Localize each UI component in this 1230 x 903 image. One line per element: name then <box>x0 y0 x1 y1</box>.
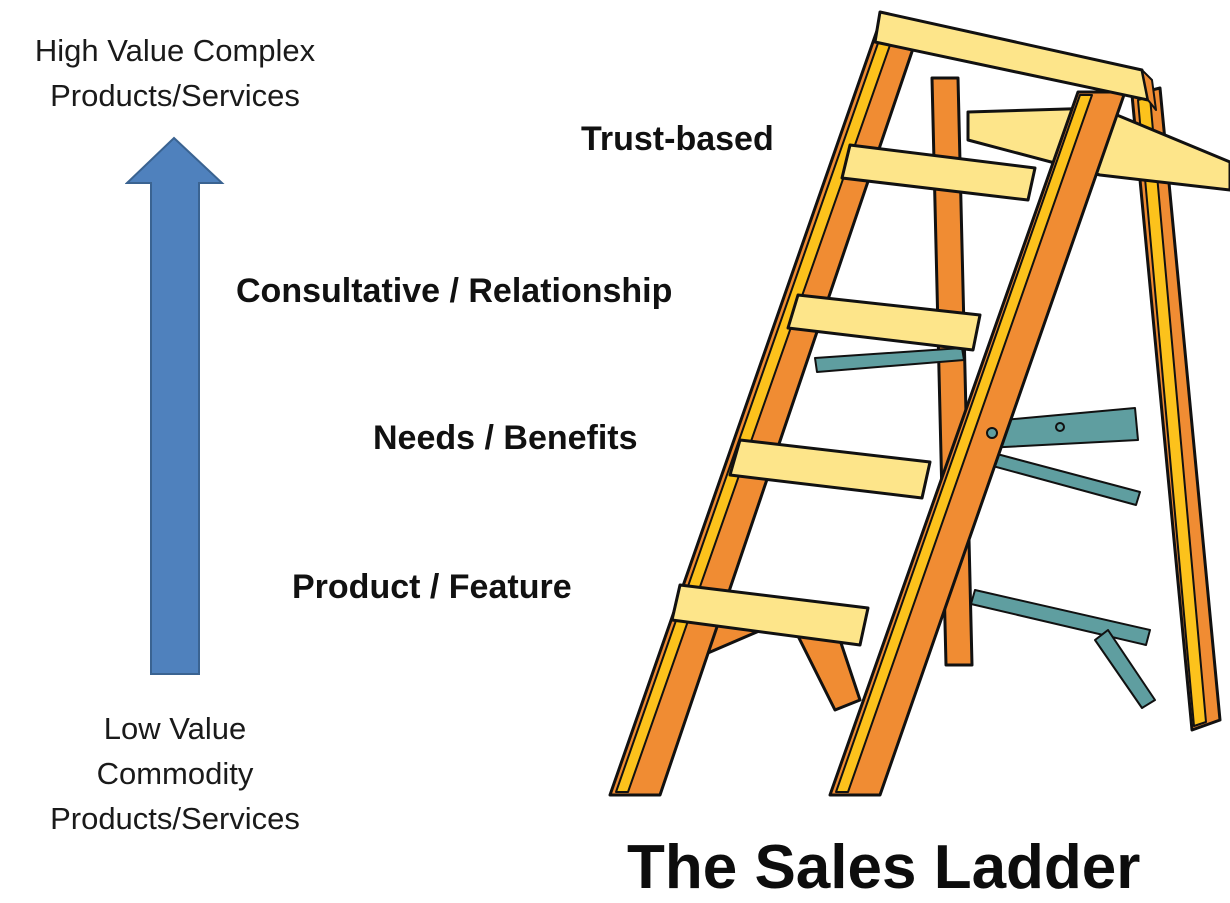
rung-label-consultative-relationship: Consultative / Relationship <box>236 272 673 310</box>
rung-label-product-feature: Product / Feature <box>292 568 572 606</box>
ladder-brace <box>1094 629 1156 709</box>
ladder-illustration <box>608 10 1230 797</box>
ladder-brace <box>977 449 1141 506</box>
high-value-label-line: Products/Services <box>50 78 300 113</box>
ladder-brace <box>970 589 1151 646</box>
low-value-label-line: Products/Services <box>50 801 300 836</box>
ladder-brace <box>814 347 965 373</box>
ladder-front-rail-right-highlight <box>835 94 1093 793</box>
value-up-arrow-shape <box>125 136 225 675</box>
high-value-label-line: High Value Complex <box>34 33 316 68</box>
ladder-step <box>670 583 870 647</box>
rung-label-needs-benefits: Needs / Benefits <box>373 419 638 457</box>
low-value-label: Low Value Commodity Products/Services <box>0 706 350 841</box>
rung-label-trust-based: Trust-based <box>581 120 774 158</box>
high-value-label: High Value Complex Products/Services <box>0 28 350 118</box>
ladder-rivet <box>1055 422 1065 432</box>
ladder-step <box>786 293 982 352</box>
ladder-front-rail-left-highlight <box>615 25 897 793</box>
value-up-arrow-icon <box>125 136 225 675</box>
low-value-label-line: Low Value <box>103 711 247 746</box>
ladder-step <box>728 438 932 500</box>
ladder-top-cap <box>873 10 1150 102</box>
low-value-label-line: Commodity <box>96 756 254 791</box>
ladder-rivet <box>986 427 998 439</box>
page-title: The Sales Ladder <box>627 833 1141 902</box>
ladder-step <box>840 143 1037 202</box>
ladder-top-cap-side <box>1141 69 1157 111</box>
